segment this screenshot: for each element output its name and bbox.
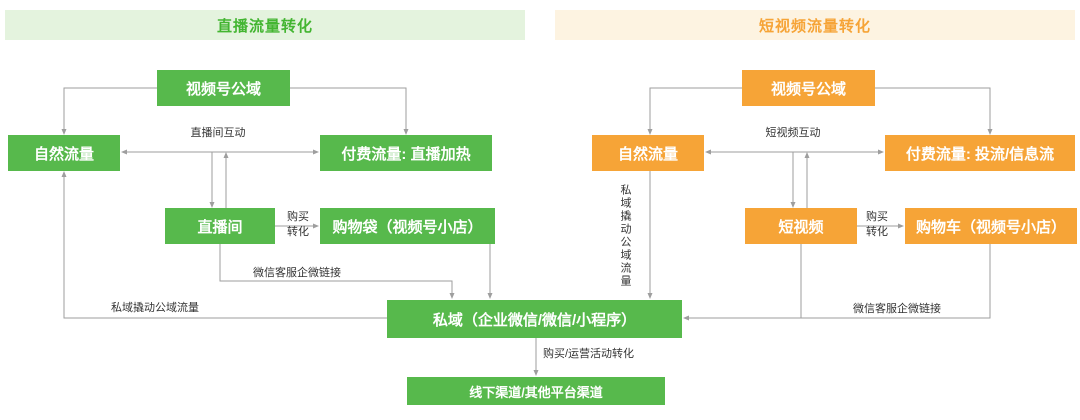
- node-live-paid-traffic: 付费流量: 直播加热: [320, 135, 492, 171]
- label-buy-right-line1: 购买: [866, 211, 888, 223]
- header-live-conversion: 直播流量转化: [5, 10, 525, 40]
- edge-left-public-to-natural: [61, 87, 157, 135]
- node-shortvideo-public-domain: 视频号公域: [742, 70, 875, 106]
- node-shopping-cart: 购物车（视频号小店）: [905, 208, 1077, 244]
- edge-left-private-to-natural: [61, 171, 387, 319]
- label-buy-operation-conversion: 购买/运营活动转化: [543, 348, 635, 360]
- label-live-room-interaction: 直播间互动: [190, 127, 246, 139]
- label-shortvideo-interaction: 短视频互动: [765, 127, 821, 139]
- node-shortvideo-paid-traffic: 付费流量: 投流/信息流: [885, 135, 1075, 171]
- edge-left-public-to-paid: [290, 87, 409, 135]
- edge-right-public-to-paid: [875, 87, 993, 135]
- label-buy-left-line1: 购买: [287, 211, 309, 223]
- label-buy-right-line2: 转化: [866, 226, 888, 238]
- node-live-public-domain: 视频号公域: [157, 70, 290, 106]
- label-buy-left: 购买 转化: [281, 210, 315, 240]
- node-private-domain: 私域（企业微信/微信/小程序）: [387, 300, 682, 338]
- node-live-room: 直播间: [165, 208, 275, 244]
- node-offline-channels: 线下渠道/其他平台渠道: [407, 377, 665, 405]
- label-buy-right: 购买 转化: [860, 210, 894, 240]
- label-wechat-service-link-left: 微信客服企微链接: [253, 267, 341, 279]
- edge-right-public-to-natural: [647, 87, 742, 135]
- header-live-conversion-label: 直播流量转化: [216, 17, 313, 35]
- header-shortvideo-conversion-label: 短视频流量转化: [758, 17, 871, 35]
- header-shortvideo-conversion: 短视频流量转化: [555, 10, 1075, 40]
- label-private-leverage-left: 私域撬动公域流量: [111, 302, 199, 314]
- label-wechat-service-link-right: 微信客服企微链接: [853, 303, 941, 315]
- node-short-video: 短视频: [745, 208, 857, 244]
- label-private-leverage-right: 私域撬动公域流量: [619, 184, 631, 288]
- node-shortvideo-natural-traffic: 自然流量: [592, 135, 704, 171]
- label-buy-left-line2: 转化: [287, 226, 309, 238]
- node-live-natural-traffic: 自然流量: [8, 135, 120, 171]
- node-shopping-bag: 购物袋（视频号小店）: [320, 208, 495, 244]
